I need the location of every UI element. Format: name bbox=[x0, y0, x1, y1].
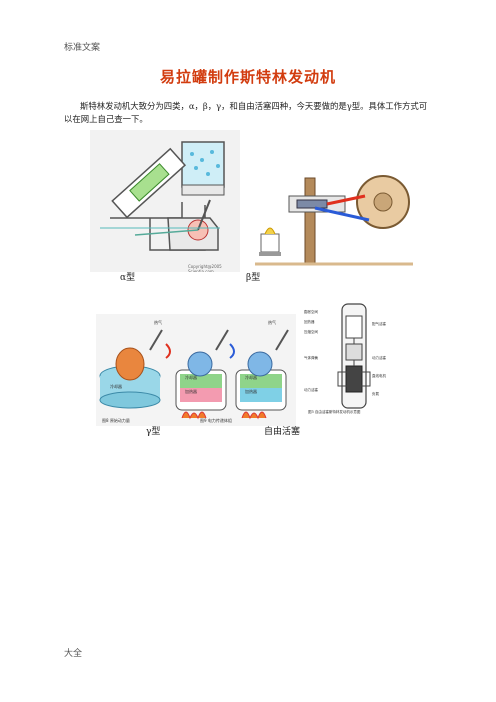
fp-label-2: 回热器 bbox=[304, 320, 315, 324]
fp-subcaption: 图3 自由活塞斯特林发动机示意图 bbox=[308, 410, 361, 414]
fp-label-3: 压缩空间 bbox=[304, 330, 318, 334]
gamma-label-3: 加热器 bbox=[185, 389, 197, 394]
header-tag: 标准文案 bbox=[64, 43, 101, 53]
footer-tag: 大全 bbox=[64, 649, 83, 659]
gamma-label-5: 加热器 bbox=[245, 389, 257, 394]
fp-label-8: 动力活塞 bbox=[304, 388, 318, 392]
fp-label-5: 气体弹簧 bbox=[304, 356, 318, 360]
alpha-caption: α型 bbox=[120, 273, 136, 283]
gamma-panel-caption-2: 图9 电力传递体组 bbox=[200, 418, 232, 423]
gamma-panel-caption-1: 图8 原始动力量 bbox=[102, 418, 130, 423]
fp-label-1: 膨胀空间 bbox=[304, 310, 318, 314]
fp-label-6: 动力活塞 bbox=[372, 356, 386, 360]
alpha-engine-figure: Copyright@2005 Scientia.com bbox=[90, 130, 240, 272]
gamma-caption: γ型 bbox=[146, 427, 161, 437]
intro-paragraph: 斯特林发动机大致分为四类，α，β，γ，和自由活塞四种，今天要做的是γ型。具体工作… bbox=[64, 101, 428, 124]
beta-engine-figure bbox=[255, 160, 413, 268]
free-piston-figure: 膨胀空间 回热器 压缩空间 配气活塞 气体弹簧 动力活塞 直线电机 动力活塞 负… bbox=[302, 300, 414, 418]
gamma-label-1: 热气 bbox=[154, 320, 162, 325]
gamma-panel-label-3: 冷却器 bbox=[110, 384, 122, 389]
free-piston-caption: 自由活塞 bbox=[264, 427, 301, 437]
gamma-engine-figure: 热气 冷却器 加热器 冷却器 加热器 热气 图8 原始动力量 图9 电力传递体组… bbox=[96, 314, 296, 426]
gamma-label-6: 热气 bbox=[268, 320, 276, 325]
page-title: 易拉罐制作斯特林发动机 bbox=[159, 68, 336, 86]
beta-caption: β型 bbox=[246, 273, 261, 283]
gamma-label-2: 冷却器 bbox=[185, 375, 197, 380]
gamma-label-4: 冷却器 bbox=[245, 375, 257, 380]
alpha-watermark: Copyright@2005 Scientia.com bbox=[188, 264, 222, 272]
fp-label-4: 配气活塞 bbox=[372, 322, 386, 326]
fp-label-7: 直线电机 bbox=[372, 374, 386, 378]
fp-label-9: 负载 bbox=[372, 392, 379, 396]
